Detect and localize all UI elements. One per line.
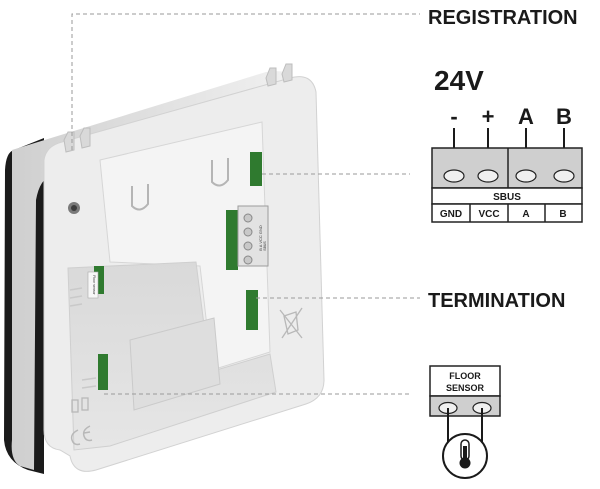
device-terminal-sublabel: SBUS bbox=[263, 241, 267, 251]
terminal-vcc: VCC bbox=[478, 209, 499, 220]
pin-label-plus: + bbox=[482, 104, 495, 129]
sbus-connector: 24V - + A B SBUS bbox=[431, 65, 583, 223]
termination-label: TERMINATION bbox=[428, 290, 565, 312]
leader-lines bbox=[71, 13, 420, 395]
mounting-hook-left bbox=[131, 184, 149, 211]
screw-terminal-icon bbox=[477, 169, 499, 183]
screw-terminal-icon bbox=[553, 169, 575, 183]
terminal-gnd: GND bbox=[440, 209, 462, 220]
floor-sensor-line1: FLOOR bbox=[449, 371, 481, 381]
pin-label-a: A bbox=[518, 104, 534, 129]
sbus-name: SBUS bbox=[493, 192, 521, 203]
floor-sensor-line2: SENSOR bbox=[446, 383, 485, 393]
floor-sensor-wires bbox=[447, 408, 483, 442]
terminal-b: B bbox=[559, 209, 566, 220]
floor-sensor-terminal-window bbox=[98, 354, 108, 390]
housing-ribs bbox=[69, 287, 97, 389]
screw-terminal-icon bbox=[443, 169, 465, 183]
sbus-window bbox=[226, 210, 238, 270]
floor-sensor-tag-text: Floor sensor bbox=[92, 275, 96, 295]
registration-button-window bbox=[250, 152, 262, 186]
label-area bbox=[129, 317, 221, 411]
clip-tabs-top bbox=[63, 63, 293, 153]
pin-label-b: B bbox=[556, 104, 572, 129]
thermometer-icon bbox=[442, 433, 488, 479]
screw-terminal-icon bbox=[515, 169, 537, 183]
recycle-bin-icon bbox=[279, 307, 303, 339]
floor-sensor-label-box bbox=[429, 365, 501, 397]
registration-leader bbox=[71, 13, 420, 150]
registration-label: REGISTRATION bbox=[428, 7, 578, 29]
certification-mark-icon bbox=[71, 397, 89, 413]
sbus-terminal-screws bbox=[443, 169, 575, 183]
voltage-label: 24V bbox=[434, 65, 484, 96]
device-sbus-terminal-block: B A VCC GND SBUS bbox=[237, 205, 269, 267]
device-terminal-label: B A VCC GND bbox=[258, 225, 263, 251]
terminal-a: A bbox=[522, 209, 529, 220]
floor-sensor-tag bbox=[87, 271, 99, 299]
termination-jumper-window bbox=[246, 290, 258, 330]
pcb-windows bbox=[94, 152, 262, 390]
ce-mark-icon bbox=[70, 425, 93, 446]
mounting-hook-right bbox=[211, 158, 229, 187]
thermostat-back-view: B A VCC GND SBUS Floor sensor bbox=[4, 63, 325, 474]
pin-label-minus: - bbox=[450, 104, 457, 129]
floor-sensor-window bbox=[94, 266, 104, 294]
floor-sensor-connector: FLOOR SENSOR bbox=[429, 365, 501, 479]
